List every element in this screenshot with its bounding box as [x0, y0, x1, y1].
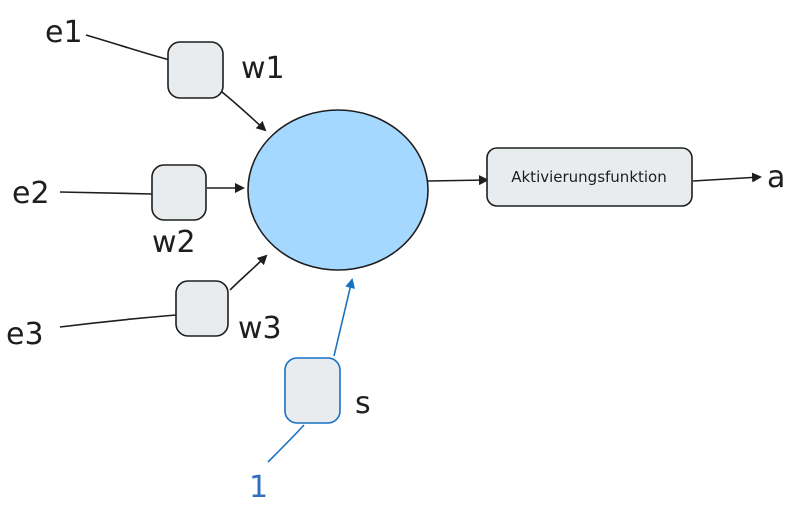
bias-input-line	[267, 424, 305, 463]
weight-label-w1: w1	[241, 51, 285, 86]
weight-label-w3: w3	[238, 311, 282, 346]
bias-arrow	[333, 278, 355, 357]
bias-weight-box	[284, 357, 341, 424]
input-line-e2	[59, 191, 153, 195]
input-line-e3	[59, 314, 177, 328]
weight-arrow-w3	[229, 254, 268, 291]
weight-arrow-w1	[221, 91, 267, 132]
activation-label: Aktivierungsfunktion	[511, 168, 667, 186]
output-arrow	[692, 172, 762, 183]
weight-box-w1	[167, 41, 224, 99]
bias-weight-label: s	[355, 386, 371, 421]
input-line-e1	[85, 34, 171, 61]
weight-label-w2: w2	[152, 225, 196, 260]
output-label: a	[767, 160, 785, 195]
neuron-circle	[247, 109, 429, 271]
weight-box-w3	[175, 280, 229, 337]
input-label-e3: e3	[6, 317, 44, 352]
bias-input-label: 1	[249, 470, 268, 505]
sum-to-activation-arrow	[427, 175, 489, 186]
activation-box	[486, 147, 693, 207]
input-label-e1: e1	[45, 15, 83, 50]
weight-box-w2	[151, 164, 207, 221]
input-label-e2: e2	[12, 176, 50, 211]
